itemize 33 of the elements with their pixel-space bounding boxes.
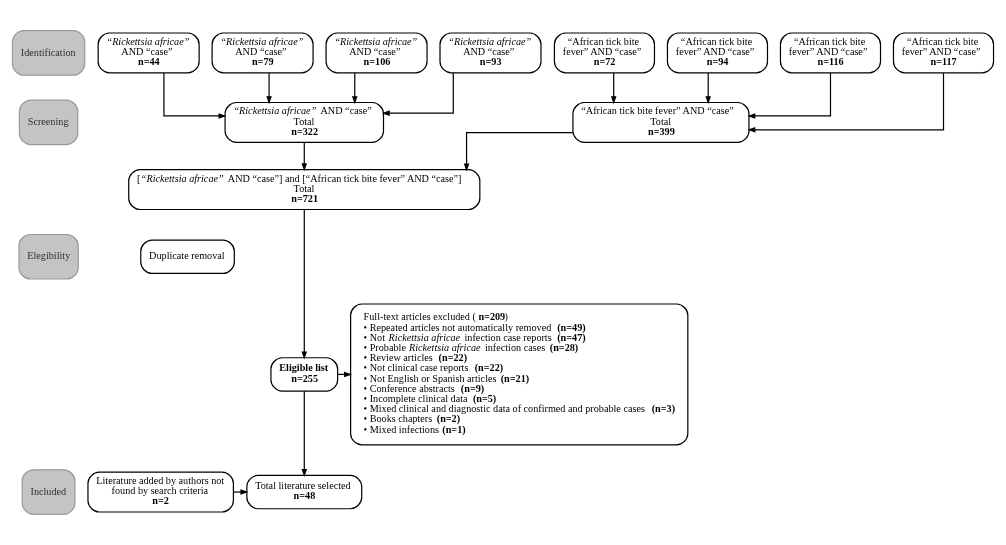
node-box: Total literature selected n=48	[246, 474, 363, 510]
node-box: “African tick bite fever” AND “case” n=117	[892, 32, 995, 74]
arrow	[381, 72, 454, 116]
node-box: [“Rickettsia africae” AND “case”] and [“African tick bite fever” AND “case”] Total n=721	[128, 169, 481, 211]
node-box: “African tick bite fever” AND “case” Total n=399	[572, 101, 750, 143]
node-box: “Rickettsia africae” AND “case” n=44	[97, 32, 200, 74]
node-box: Duplicate removal	[140, 239, 235, 275]
arrow	[301, 141, 308, 172]
node-box: “Rickettsia africae” AND “case” n=106	[325, 32, 428, 74]
node-box: Screening	[18, 99, 79, 146]
node-box: Included	[21, 469, 76, 515]
node-box: Full-text articles excluded (n=209) • Repeated articles not automatically removed (n=49) • Not Rickettsia africae infection case reports (n=47) • Probable Rickettsia africae infection cases (n=28) • Review articles (n=22) • Not clinical case reports (n=22) • Not English or Spanish articles (n=21) • Conference abstracts (n=9) • Incomplete clinical data (n=5) • Mixed clinical and diagnostic data of confirmed and probable cases (n=3) • Books chapters (n=2) • Mixed infections (n=1)	[350, 303, 689, 446]
arrow	[747, 72, 945, 133]
node-box: Elegibility	[18, 233, 79, 280]
node-box: Literature added by authors not found by search criteria n=2	[87, 471, 234, 513]
arrow	[463, 132, 574, 172]
arrow	[352, 72, 358, 105]
node-box: “African tick bite fever” AND “case” n=116	[779, 32, 882, 74]
arrow	[233, 489, 249, 495]
node-box: “African tick bite fever” AND “case” n=94	[666, 32, 769, 74]
arrow	[747, 72, 832, 119]
node-box: “Rickettsia africae” AND “case” n=93	[439, 32, 542, 74]
arrow	[301, 209, 308, 360]
node-box: Eligible list n=255	[270, 357, 339, 392]
arrow	[610, 72, 617, 105]
node-box: “African tick bite fever” AND “case” n=72	[553, 32, 656, 74]
arrow	[705, 72, 711, 105]
node-box: “Rickettsia africae” AND “case” n=79	[211, 32, 314, 74]
arrow	[163, 72, 227, 119]
arrow	[301, 390, 308, 478]
node-box: “Rickettsia africae” AND “case” Total n=322	[224, 101, 385, 143]
node-box: Identification	[11, 30, 86, 76]
arrow	[266, 72, 272, 105]
